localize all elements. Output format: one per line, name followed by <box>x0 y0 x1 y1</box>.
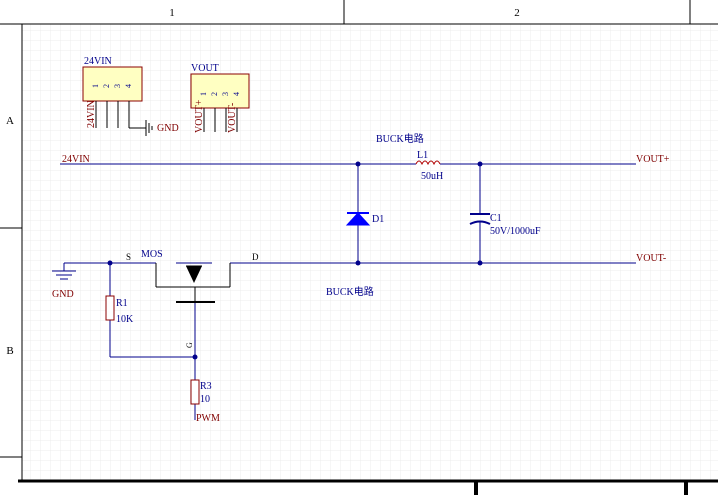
junctions <box>107 161 483 360</box>
mosfet-mos[interactable]: MOS S D G <box>126 249 259 348</box>
connector-vout-title: VOUT <box>191 63 219 74</box>
inductor-l1-coil <box>415 160 441 166</box>
resistor-r1-ref: R1 <box>116 298 128 309</box>
capacitor-c1-plate-bottom <box>469 220 491 225</box>
label-buck-circuit-top: BUCK电路 <box>376 132 424 145</box>
net-label-gnd: GND <box>52 289 74 300</box>
connector-vout-pin-3: 3 <box>221 92 230 96</box>
connector-24vin-pin-2: 2 <box>102 84 111 88</box>
connector-vout-pin-1: 1 <box>199 92 208 96</box>
connector-24vin-gnd-net: GND <box>157 123 179 134</box>
diode-d1[interactable]: D1 <box>345 212 384 226</box>
resistor-r1-body <box>105 295 115 321</box>
connector-vout-pin4-net: VOUT- <box>227 103 238 133</box>
net-label-vout-neg: VOUT- <box>636 253 666 264</box>
resistor-r1[interactable]: R1 10K <box>105 295 134 325</box>
resistor-r3-ref: R3 <box>200 381 212 392</box>
connector-24vin-pin-3: 3 <box>113 84 122 88</box>
resistor-r3-value: 10 <box>200 394 210 405</box>
mosfet-gate-pin: G <box>185 342 194 348</box>
column-label-2: 2 <box>514 7 520 19</box>
connector-24vin[interactable]: 24VIN 1 2 3 4 24VIN GND <box>82 56 179 136</box>
connector-vout-pin1-net: VOUT+ <box>194 99 205 133</box>
capacitor-c1[interactable]: C1 50V/1000uF <box>469 213 541 237</box>
net-label-pwm: PWM <box>196 413 220 424</box>
ground-symbol <box>52 270 76 280</box>
inductor-l1-value: 50uH <box>421 171 443 182</box>
mosfet-drain-pin: D <box>252 252 259 262</box>
capacitor-c1-value: 50V/1000uF <box>490 226 541 237</box>
diode-d1-ref: D1 <box>372 214 384 225</box>
connector-vout-pin-4: 4 <box>232 92 241 96</box>
resistor-r3[interactable]: R3 10 <box>190 379 212 405</box>
column-label-1: 1 <box>169 7 175 19</box>
wires <box>60 163 636 420</box>
resistor-r1-value: 10K <box>116 314 134 325</box>
net-label-24vin: 24VIN <box>62 154 90 165</box>
capacitor-c1-ref: C1 <box>490 213 502 224</box>
diode-d1-body <box>345 212 371 226</box>
mosfet-ref: MOS <box>141 249 163 260</box>
inductor-l1[interactable]: L1 50uH <box>415 150 443 182</box>
net-label-vout-pos: VOUT+ <box>636 154 670 165</box>
connector-vout-pin-2: 2 <box>210 92 219 96</box>
inductor-l1-ref: L1 <box>417 150 428 161</box>
label-buck-circuit-bottom: BUCK电路 <box>326 285 374 298</box>
connector-vout[interactable]: VOUT 1 2 3 4 VOUT+ VOUT- <box>190 63 250 133</box>
connector-24vin-body <box>82 66 143 102</box>
row-label-b: B <box>6 345 13 357</box>
connector-24vin-title: 24VIN <box>84 56 112 67</box>
mosfet-source-pin: S <box>126 252 131 262</box>
connector-24vin-pin1-net: 24VIN <box>86 100 97 128</box>
resistor-r3-body <box>190 379 200 405</box>
connector-24vin-pin-1: 1 <box>91 84 100 88</box>
connector-24vin-pin-4: 4 <box>124 84 133 88</box>
row-label-a: A <box>6 115 14 127</box>
connector-vout-body <box>190 73 250 109</box>
mosfet-body-diode <box>186 266 202 283</box>
